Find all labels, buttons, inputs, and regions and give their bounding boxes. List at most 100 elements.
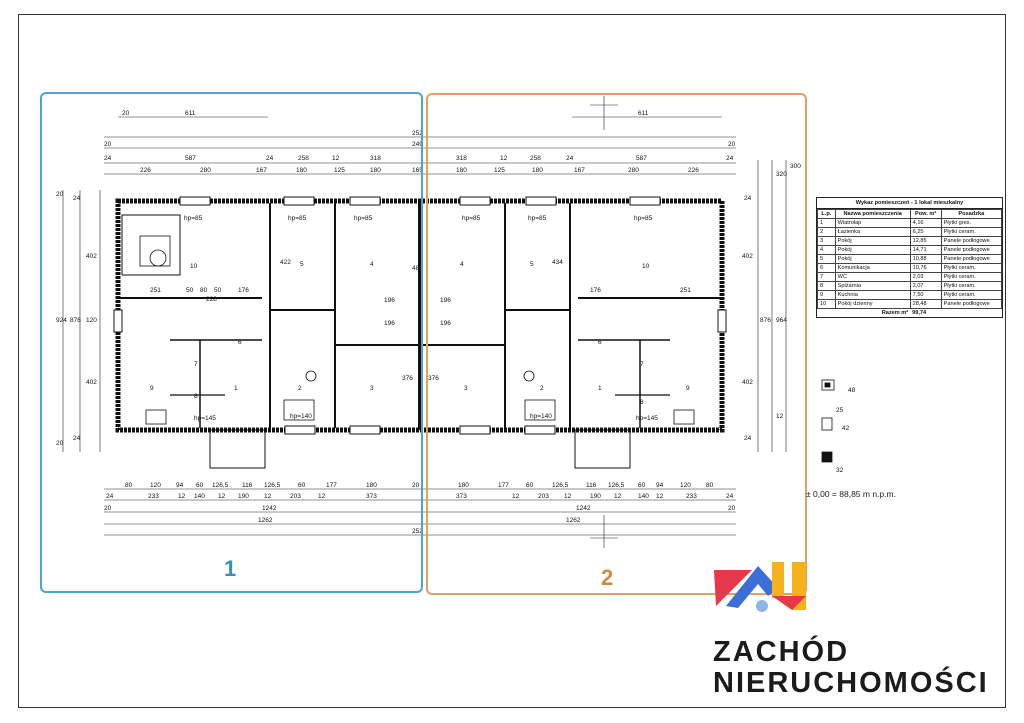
cell-lp: 9	[817, 290, 836, 300]
cell-lp: 6	[817, 263, 836, 273]
cell-area: 14,71	[909, 245, 942, 255]
cell-floor: Płytki ceram.	[940, 290, 1003, 300]
dim-20-top-right: 20	[728, 141, 736, 148]
total-label: Razem m²	[881, 309, 909, 316]
cell-floor: Panele podłogowe	[940, 236, 1003, 246]
dim-20-top: 20	[104, 141, 112, 148]
window-tag: hp=85	[634, 215, 653, 222]
building-walls	[115, 198, 725, 469]
dim-int: 251	[150, 287, 161, 294]
company-logo-mark	[714, 562, 806, 612]
company-name-line-1: ZACHÓD	[713, 636, 850, 668]
cell-area: 2,03	[909, 272, 942, 282]
room-label: 6	[598, 339, 602, 346]
dim-int: 376	[402, 375, 413, 382]
dim-top-left: 20	[122, 110, 130, 117]
logo-yellow-bar-left	[772, 562, 784, 598]
dim-t4: 24	[104, 155, 112, 162]
total-value: 99,74	[912, 309, 927, 316]
dim-b2: 373	[366, 493, 377, 500]
dim-b2: 373	[456, 493, 467, 500]
dim-t5: 280	[628, 167, 639, 174]
room-label: 10	[190, 263, 198, 270]
dim-b2: 203	[290, 493, 301, 500]
dim-int: 176	[590, 287, 601, 294]
cell-name: Komunikacja	[834, 263, 911, 273]
dim-t5: 167	[256, 167, 267, 174]
cell-floor: Panele podłogowe	[940, 299, 1003, 309]
dim-t5: 226	[140, 167, 151, 174]
company-name-line-2: NIERUCHOMOŚCI	[713, 667, 989, 699]
cell-floor: Panele podłogowe	[940, 254, 1003, 264]
dim-int: 196	[384, 320, 395, 327]
dim-1262: 1262	[566, 517, 581, 524]
dim-left: 20	[56, 191, 64, 198]
dim-t5: 167	[574, 167, 585, 174]
dim-b1: 80	[706, 482, 714, 489]
dim-1242: 1242	[576, 505, 591, 512]
cell-lp: 7	[817, 272, 836, 282]
cell-lp: 8	[817, 281, 836, 291]
cell-lp: 10	[817, 299, 836, 309]
dim-int: 376	[428, 375, 439, 382]
dim-left: 120	[86, 317, 97, 324]
room-label: 5	[300, 261, 304, 268]
cell-lp: 4	[817, 245, 836, 255]
room-label: 1	[234, 385, 238, 392]
dim-int: 422	[280, 259, 291, 266]
cell-name: Spiżarnia	[834, 281, 911, 291]
dim-right: 964	[776, 317, 787, 324]
dim-b2: 190	[238, 493, 249, 500]
dim-b2: 190	[590, 493, 601, 500]
room-label: 2	[298, 385, 302, 392]
elevation-note: ± 0,00 = 88,85 m n.p.m.	[806, 489, 896, 499]
header-area: Pow. m²	[909, 209, 942, 219]
room-label: 5	[530, 261, 534, 268]
dim-t5: 125	[334, 167, 345, 174]
company-name: ZACHÓD NIERUCHOMOŚCI	[713, 637, 989, 699]
dim-t5: 180	[296, 167, 307, 174]
dim-b2: 12	[178, 493, 186, 500]
legend-dim: 48	[848, 387, 856, 394]
dim-int: 50	[214, 287, 222, 294]
window-tag: hp=85	[528, 215, 547, 222]
dim-right: 300	[790, 163, 801, 170]
dim-int: 176	[238, 287, 249, 294]
cell-name: Pokój dzienny	[834, 299, 911, 309]
cell-area: 10,76	[909, 263, 942, 273]
cell-name: Łazienka	[834, 227, 911, 237]
dim-b1: 177	[498, 482, 509, 489]
dim-t5: 180	[532, 167, 543, 174]
dim-b1: 94	[656, 482, 664, 489]
dim-right: 24	[744, 195, 752, 202]
dim-left: 24	[73, 435, 81, 442]
cell-floor: Płytki ceram.	[940, 227, 1003, 237]
dim-b1: 177	[326, 482, 337, 489]
dim-t4: 258	[298, 155, 309, 162]
cell-area: 10,88	[909, 254, 942, 264]
dim-b2: 12	[614, 493, 622, 500]
dim-611-left: 611	[185, 110, 196, 117]
cell-area: 12,85	[909, 236, 942, 246]
dim-b1: 60	[526, 482, 534, 489]
windows	[113, 196, 727, 435]
dim-252-top: 252	[412, 130, 423, 137]
dim-b2: 24	[106, 493, 114, 500]
room-label: 3	[370, 385, 374, 392]
cell-floor: Płytki ceram.	[940, 281, 1003, 291]
dim-b2: 12	[564, 493, 572, 500]
header-name: Nazwa pomieszczenia	[834, 209, 911, 219]
dim-b2: 12	[656, 493, 664, 500]
window-tag: hp=85	[288, 215, 307, 222]
header-floor: Posadzka	[940, 209, 1003, 219]
cell-lp: 5	[817, 254, 836, 264]
room-numbers: 10 5 4 4 5 10 6 6 9 7 8 1 2 3 3 2 1 7 8 …	[150, 261, 690, 406]
legend-dim: 32	[836, 467, 844, 474]
legend-dim: 25	[836, 407, 844, 414]
dim-b1: 80	[125, 482, 133, 489]
unit-1-outline	[40, 92, 423, 593]
dim-b1: 60	[196, 482, 204, 489]
